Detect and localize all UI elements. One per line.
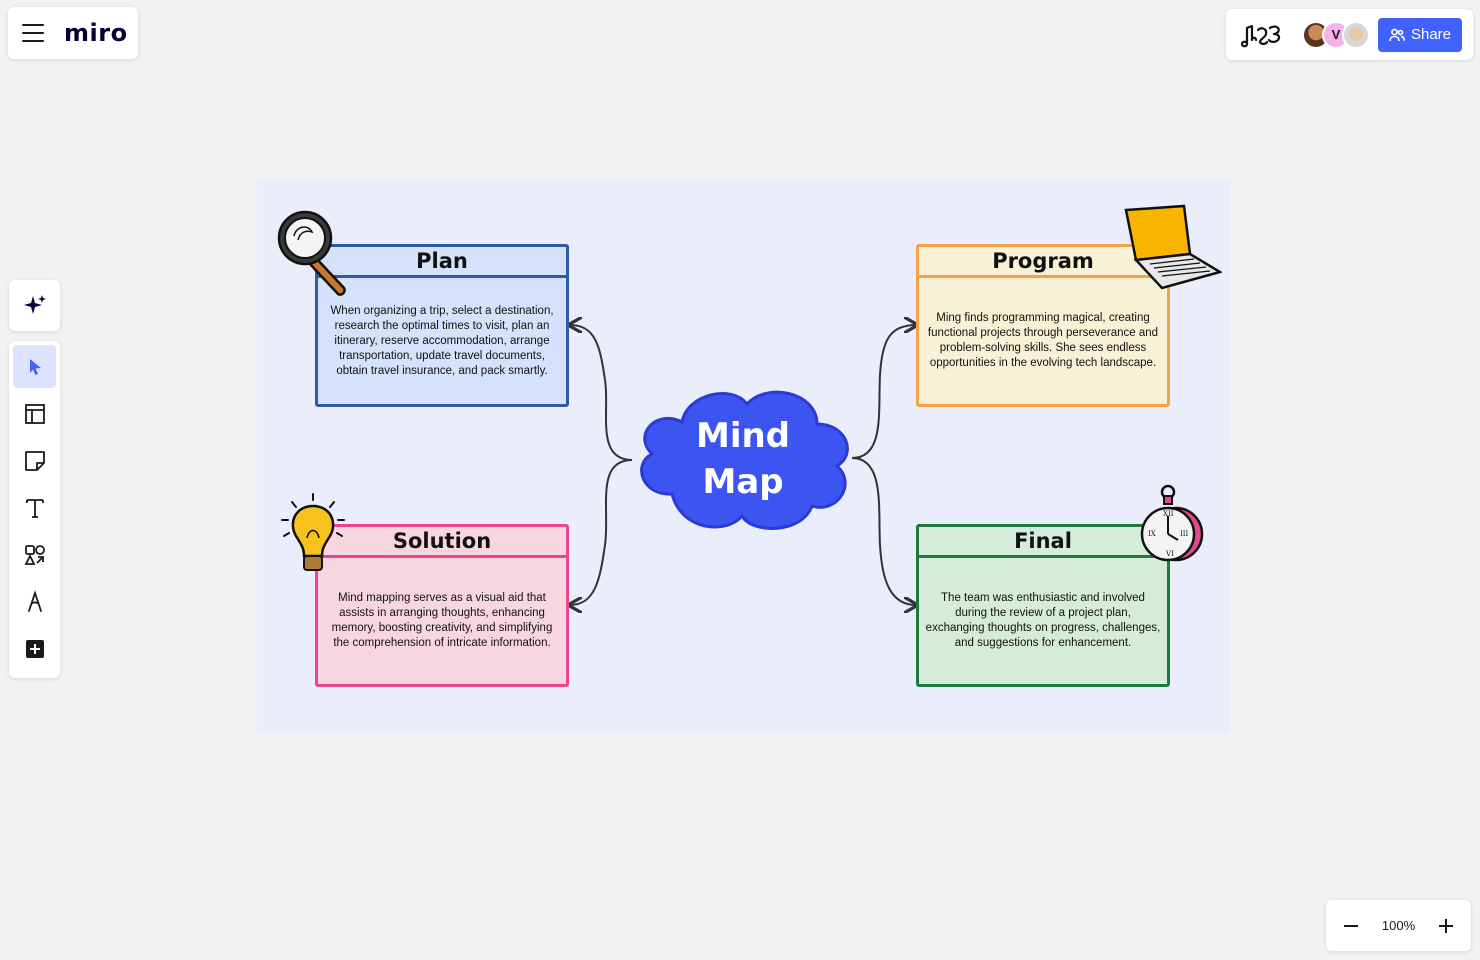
sticky-note-icon [24, 450, 45, 471]
share-button[interactable]: Share [1378, 17, 1462, 52]
more-tools-button[interactable] [13, 627, 56, 670]
avatar[interactable] [1342, 20, 1370, 49]
top-right-panel: V Share [1226, 9, 1473, 60]
zoom-out-button[interactable] [1340, 915, 1362, 937]
zoom-level[interactable]: 100% [1381, 918, 1416, 933]
svg-text:IX: IX [1148, 530, 1156, 538]
lightbulb-icon[interactable] [276, 492, 350, 578]
collaborator-avatars[interactable]: V [1302, 20, 1370, 49]
plus-square-icon [25, 639, 44, 658]
plus-icon [1439, 918, 1453, 933]
svg-text:III: III [1180, 530, 1189, 538]
mind-map-center[interactable]: Mind Map [632, 384, 854, 534]
templates-tool[interactable] [13, 392, 56, 435]
shapes-tool[interactable] [13, 533, 56, 576]
zoom-controls: 100% [1326, 900, 1471, 951]
svg-text:VI: VI [1165, 550, 1174, 558]
magnifying-glass-icon[interactable] [276, 208, 356, 298]
stopwatch-icon[interactable]: XII III VI IX [1140, 484, 1206, 572]
layout-template-icon [24, 403, 45, 424]
card-body: Ming finds programming magical, creating… [927, 312, 1159, 369]
tools-toolbar [9, 341, 60, 678]
users-icon [1389, 28, 1405, 41]
laptop-icon[interactable] [1122, 204, 1222, 292]
mind-map-center-text: Mind Map [695, 416, 791, 502]
text-icon [25, 498, 44, 518]
svg-text:XII: XII [1163, 510, 1174, 518]
ai-assist-button[interactable] [9, 280, 60, 331]
music-notes-icon[interactable] [1238, 20, 1286, 50]
card-program[interactable]: Program Ming finds programming magical, … [916, 244, 1170, 407]
text-tool[interactable] [13, 486, 56, 529]
card-title: Plan [318, 247, 566, 278]
card-plan[interactable]: Plan When organizing a trip, select a de… [315, 244, 569, 407]
card-body: Mind mapping serves as a visual aid that… [331, 592, 553, 649]
card-solution[interactable]: Solution Mind mapping serves as a visual… [315, 524, 569, 687]
sparkle-icon [23, 294, 46, 314]
cursor-icon [29, 358, 41, 375]
card-body: When organizing a trip, select a destina… [330, 304, 554, 377]
card-final[interactable]: Final The team was enthusiastic and invo… [916, 524, 1170, 687]
zoom-in-button[interactable] [1435, 915, 1457, 937]
minus-icon [1344, 924, 1358, 927]
miro-logo[interactable]: miro [64, 19, 128, 47]
sticky-note-tool[interactable] [13, 439, 56, 482]
cloud-shape [640, 390, 849, 530]
hamburger-menu-icon[interactable] [22, 24, 44, 42]
card-title: Final [919, 527, 1167, 558]
pen-icon [27, 589, 42, 612]
shapes-icon [24, 544, 45, 565]
card-title: Solution [318, 527, 566, 558]
card-title: Program [919, 247, 1167, 278]
card-body: The team was enthusiastic and involved d… [925, 592, 1161, 649]
select-tool[interactable] [13, 345, 56, 388]
top-left-panel: miro [8, 7, 138, 59]
pen-tool[interactable] [13, 580, 56, 623]
